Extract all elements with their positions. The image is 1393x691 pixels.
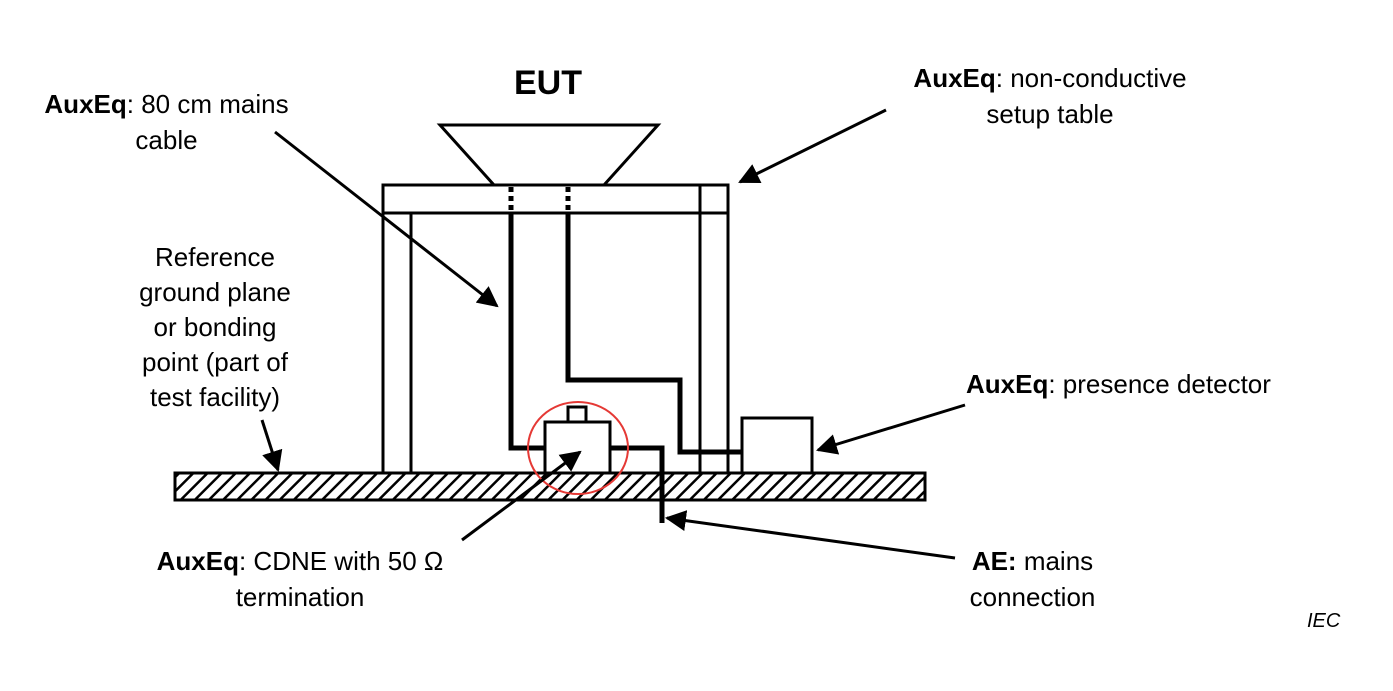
ground-plane-label: Reference ground plane or bonding point … xyxy=(139,242,291,412)
presence-detector-label: AuxEq: presence detector xyxy=(966,369,1271,399)
arrow-setup-table xyxy=(738,108,887,184)
arrow-cdne xyxy=(461,450,582,542)
mains-cable xyxy=(508,213,545,451)
ae-mains-label: AE: mains connection xyxy=(969,546,1096,612)
detector-cable xyxy=(565,213,742,455)
cdne-termination xyxy=(566,405,588,424)
mains-cable-label: AuxEq: 80 cm mains cable xyxy=(44,89,289,155)
eut-shape xyxy=(436,123,662,187)
table-top xyxy=(381,183,730,215)
arrow-presence-detector xyxy=(815,403,966,455)
highlight-circle xyxy=(527,401,629,495)
table-leg-left xyxy=(381,183,413,475)
arrow-ae-mains xyxy=(664,510,956,560)
ground-plane xyxy=(173,471,927,502)
setup-table-label: AuxEq: non-conductive setup table xyxy=(913,63,1187,129)
arrow-mains-cable xyxy=(274,130,499,308)
eut-label: EUT xyxy=(514,64,582,102)
cdne-box xyxy=(543,420,612,475)
iec-mark: IEC xyxy=(1307,610,1341,632)
table-leg-right xyxy=(698,183,730,475)
arrow-ground-plane xyxy=(260,419,283,473)
presence-detector-box xyxy=(740,416,814,475)
cdne-label: AuxEq: CDNE with 50 Ω termination xyxy=(156,546,444,612)
